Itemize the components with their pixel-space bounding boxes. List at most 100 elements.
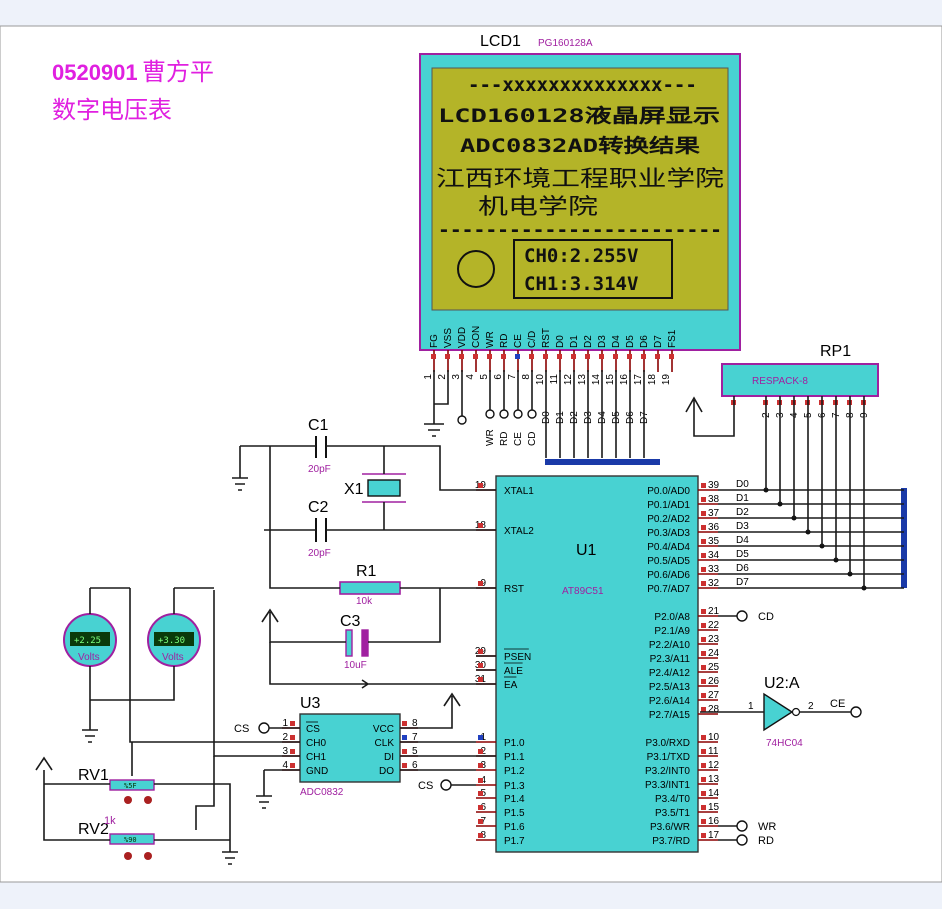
lcd-pin-number: 11 [549, 374, 560, 385]
u1-ref: U1 [576, 542, 597, 559]
lcd-ctrl-terminal [527, 409, 537, 419]
c2-ref: C2 [308, 499, 329, 516]
u1-pin-marker [701, 693, 706, 698]
u1-pin-name: P0.2/AD2 [647, 514, 690, 525]
lcd-pin-marker [655, 354, 660, 359]
u1-pin-marker [478, 778, 483, 783]
lcd-pin-number: 10 [535, 374, 546, 386]
lcd-pin-number: 19 [661, 374, 672, 386]
lcd-pin-number: 12 [563, 374, 574, 386]
u3-pin-name: DI [384, 752, 394, 763]
u1-pin-name: EA [504, 680, 518, 691]
c3-value: 10uF [344, 660, 367, 671]
u1-pin-name: P0.6/AD6 [647, 570, 690, 581]
lcd-pin-marker [557, 354, 562, 359]
rv1-label: %5F [124, 782, 137, 790]
u1-pin-marker [701, 553, 706, 558]
u3-pin-number: 3 [282, 746, 288, 757]
u1-pin-number: 25 [708, 662, 720, 673]
u1-pin-marker [701, 833, 706, 838]
u1-pin-number: 22 [708, 620, 720, 631]
u1-pin-marker [701, 525, 706, 530]
u3-pin-number: 2 [282, 732, 288, 743]
lcd-pin-name: CON [471, 326, 482, 348]
c3-plate-1 [345, 629, 353, 657]
rv2-knob-1[interactable] [124, 852, 132, 860]
u1-pin-name: P1.3 [504, 781, 525, 792]
rp1-body [721, 363, 879, 397]
lcd-pin-marker [515, 354, 520, 359]
u1-pin-name: P1.6 [504, 822, 525, 833]
u2-part: 74HC04 [766, 738, 803, 749]
lcd-line-top: ---xxxxxxxxxxxxxx--- [468, 74, 697, 96]
r1-value: 10k [356, 596, 373, 607]
voltmeter-2-unit: Volts [162, 652, 184, 663]
u3-pin-marker [290, 749, 295, 754]
u1-pin-name: P2.0/A8 [654, 612, 690, 623]
u1-pin-number: 33 [708, 564, 720, 575]
u1-pin-marker [701, 497, 706, 502]
u1-pin-name: P3.3/INT1 [645, 780, 690, 791]
rp1-part: RESPACK-8 [752, 376, 808, 387]
u1-pin-number: 13 [708, 774, 720, 785]
u1-body [495, 475, 699, 853]
u3-pin-marker [402, 763, 407, 768]
lcd-pin-name: WR [485, 331, 496, 348]
lcd-pin-number: 7 [507, 374, 518, 380]
lcd-pin-name: D0 [555, 335, 566, 348]
u1-pin-name: P3.1/TXD [647, 752, 690, 763]
u2-ref: U2:A [764, 675, 800, 692]
u1-pin-number: 28 [708, 704, 720, 715]
lcd-ctrl-label: WR [485, 429, 496, 446]
wiring [35, 370, 865, 865]
lcd-part: PG160128A [538, 38, 593, 49]
lcd-pin-marker [641, 354, 646, 359]
u1-pin-marker [478, 581, 483, 586]
u1-pin-marker [701, 805, 706, 810]
voltmeter-1-unit: Volts [78, 652, 100, 663]
c1-value: 20pF [308, 464, 331, 475]
u1-net-label: D6 [736, 563, 749, 574]
u1-pin-marker [701, 623, 706, 628]
lcd-pin-name: RST [541, 328, 552, 348]
lcd-pin-name: D3 [597, 335, 608, 348]
u1-pin-name: P3.7/RD [652, 836, 690, 847]
rv1-knob-2[interactable] [144, 796, 152, 804]
u1-pin-number: 27 [708, 690, 720, 701]
lcd-pin-name: D6 [639, 335, 650, 348]
c1-symbol [315, 436, 327, 458]
ce-terminal [850, 706, 862, 718]
u1-pin-name: P3.0/RXD [646, 738, 690, 749]
lcd-pin-number: 8 [521, 374, 532, 380]
rv1-knob-1[interactable] [124, 796, 132, 804]
rv2-knob-2[interactable] [144, 852, 152, 860]
lcd-pin-name: D7 [653, 335, 664, 348]
u1-pin-name: P0.7/AD7 [647, 584, 690, 595]
u1-pin-number: 11 [708, 746, 719, 757]
u1-net-label: D2 [736, 507, 749, 518]
lcd-pin-number: 2 [437, 374, 448, 380]
u1-pin-marker [478, 483, 483, 488]
u1-pin-marker [701, 581, 706, 586]
rp1-ref: RP1 [820, 343, 851, 360]
voltmeter-2-display [154, 632, 194, 646]
lcd-pin-name: RD [499, 334, 510, 348]
u1-pin-marker [478, 735, 483, 740]
u1-pin-number: 23 [708, 634, 720, 645]
u3-pin-marker [290, 721, 295, 726]
u1-pin-number: 5 [480, 788, 486, 799]
lcd-pin-marker [529, 354, 534, 359]
u1-pin-name: PSEN [504, 652, 531, 663]
lcd-ctrl-label: CD [527, 432, 538, 446]
lcd-ctrl-terminal [513, 409, 523, 419]
rd-terminal [736, 834, 748, 846]
u1-pin-marker [478, 649, 483, 654]
u1-pin-marker [701, 819, 706, 824]
u1-pin-name: P1.5 [504, 808, 525, 819]
u1-pin-number: 10 [708, 732, 720, 743]
lcd-pin-number: 4 [465, 374, 476, 380]
lcd-line-1: LCD160128液晶屏显示 [438, 104, 720, 127]
lcd-line-3: 江西环境工程职业学院 [436, 167, 724, 192]
u1-pin-name: P0.1/AD1 [647, 500, 690, 511]
lcd-pin-marker [473, 354, 478, 359]
